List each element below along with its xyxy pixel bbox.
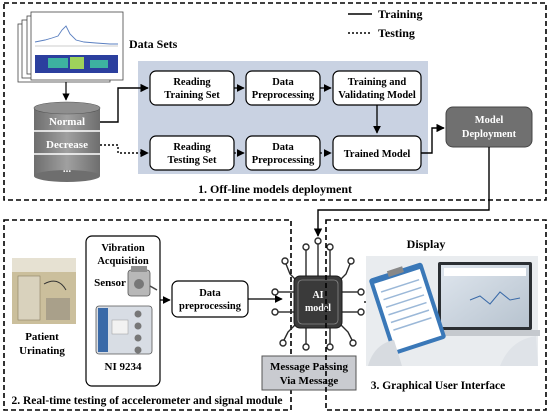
- legend: Training Testing: [348, 7, 422, 40]
- trained-model-label: Trained Model: [344, 149, 411, 160]
- rt-preproc-line1: Data: [199, 288, 221, 299]
- reading-testing-line1: Reading: [173, 142, 211, 153]
- testing-row: Reading Testing Set Data Preprocessing T…: [149, 135, 422, 171]
- database-icon: Normal Decrease ...: [33, 101, 101, 182]
- offline-caption: 1. Off-line models deployment: [198, 182, 352, 196]
- data-preproc-1-line2: Preprocessing: [252, 90, 315, 101]
- model-deployment-line2: Deployment: [462, 129, 517, 140]
- training-validating-line2: Validating Model: [338, 90, 416, 101]
- patient-line2: Urinating: [19, 345, 65, 357]
- ni-label: NI 9234: [105, 361, 142, 373]
- ai-chip-icon: [271, 237, 365, 351]
- gui-caption: 3. Graphical User Interface: [371, 380, 506, 392]
- message-line2: Via Message: [280, 375, 339, 387]
- ai-line1: AI: [312, 290, 323, 301]
- db-item-more: ...: [63, 163, 72, 175]
- gui-title: Display: [407, 237, 446, 251]
- ai-line2: model: [305, 303, 331, 314]
- model-deployment-box: [445, 106, 533, 148]
- reading-training-line1: Reading: [173, 77, 211, 88]
- vibration-line1: Vibration: [101, 243, 145, 254]
- rt-preproc-line2: preprocessing: [179, 301, 242, 312]
- patient-line1: Patient: [25, 331, 59, 343]
- data-preproc-2-line1: Data: [272, 142, 294, 153]
- ni-module-icon: [95, 305, 153, 355]
- legend-training: Training: [378, 7, 422, 21]
- training-row: Reading Training Set Data Preprocessing …: [149, 70, 422, 134]
- model-deployment-line1: Model: [475, 115, 504, 126]
- patient-photo: [12, 258, 76, 324]
- offline-section-frame: [3, 2, 547, 201]
- vibration-line2: Acquisition: [97, 256, 149, 267]
- data-preproc-2-line2: Preprocessing: [252, 155, 315, 166]
- reading-training-line2: Training Set: [164, 90, 220, 101]
- realtime-section-frame: [3, 219, 292, 411]
- message-box: [261, 355, 357, 391]
- dataset-charts: Data Sets: [17, 11, 178, 83]
- reading-testing-line2: Testing Set: [168, 155, 217, 166]
- db-item-decrease: Decrease: [46, 139, 88, 151]
- datasets-label: Data Sets: [129, 37, 178, 51]
- sensor-label: Sensor: [94, 277, 126, 289]
- gui-section-frame: [325, 219, 547, 411]
- message-line1: Message Passing: [270, 361, 348, 373]
- db-item-normal: Normal: [49, 116, 85, 128]
- legend-testing: Testing: [378, 26, 415, 40]
- data-preproc-1-line1: Data: [272, 77, 294, 88]
- training-validating-line1: Training and: [348, 77, 407, 88]
- display-photo: [366, 256, 540, 366]
- realtime-caption: 2. Real-time testing of accelerometer an…: [11, 395, 282, 407]
- sensor-icon: [127, 266, 158, 297]
